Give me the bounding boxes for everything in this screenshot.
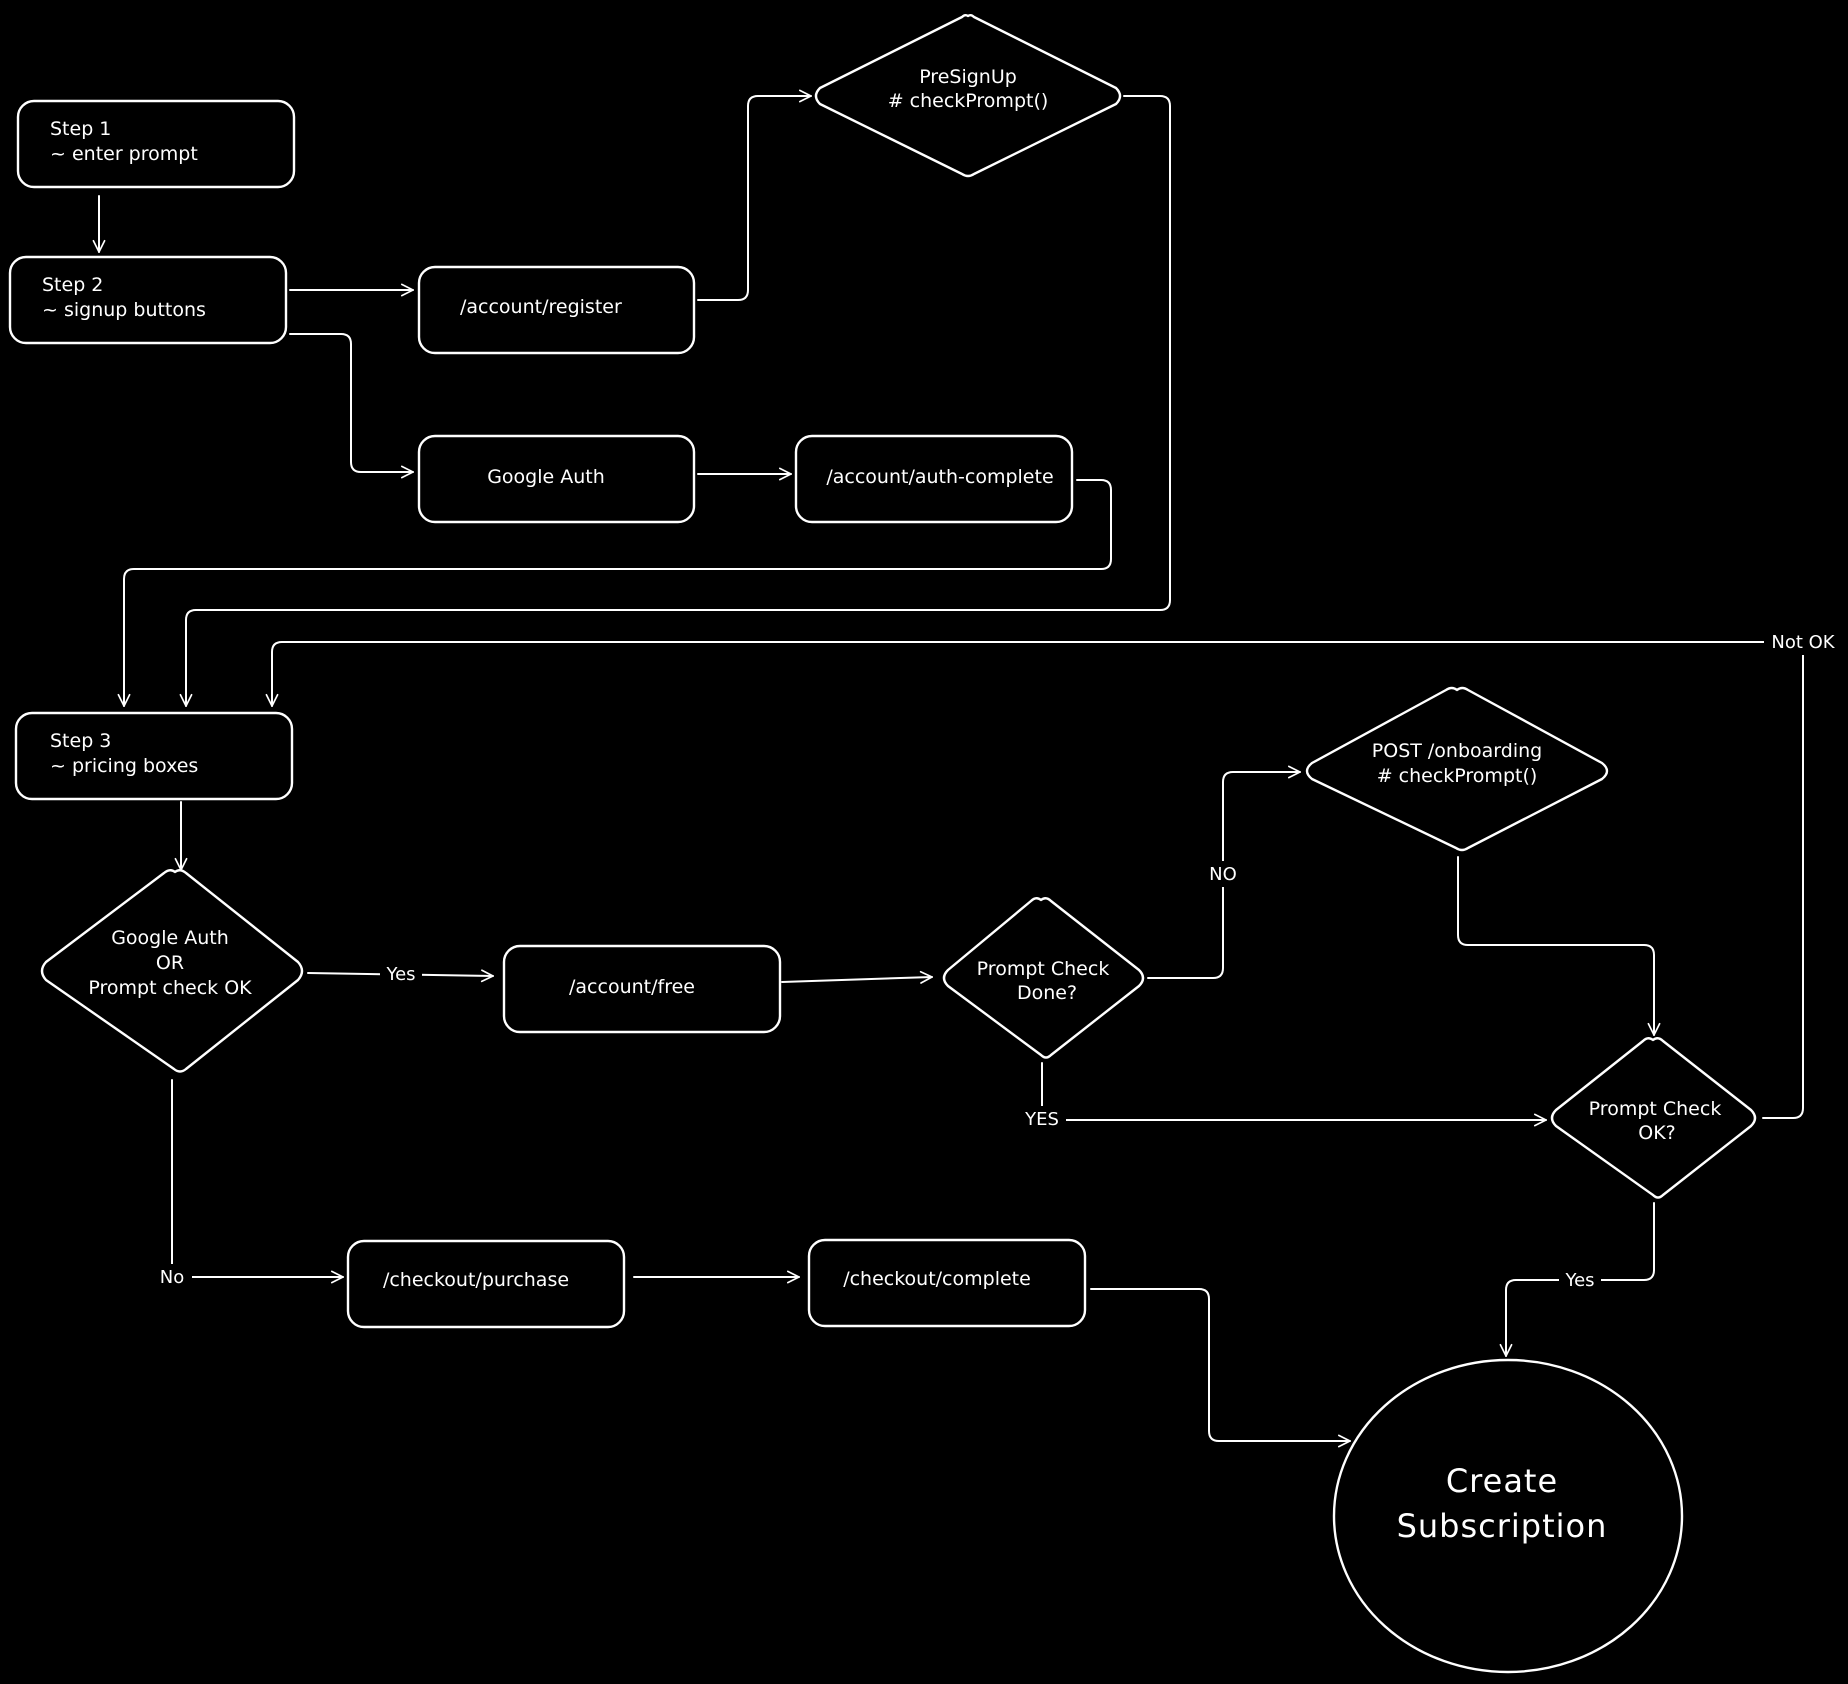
node-prompt-check-ok-diamond	[1550, 1037, 1757, 1199]
node-create-subscription-circle	[1332, 1358, 1684, 1674]
edge-label-no-onboarding: NO	[1209, 864, 1237, 885]
edge-prompt-done-yes-to-prompt-ok	[1041, 1062, 1547, 1127]
node-post-onboarding-line2: # checkPrompt()	[1377, 765, 1538, 787]
node-prompt-check-ok-line2: OK?	[1638, 1122, 1676, 1144]
node-step1-title: Step 1	[50, 118, 111, 140]
node-google-auth-box	[417, 434, 696, 524]
node-auth-complete-box	[794, 434, 1074, 524]
node-create-subscription-line2: Subscription	[1397, 1507, 1608, 1545]
node-step3-title: Step 3	[50, 730, 111, 752]
node-auth-complete-label: /account/auth-complete	[826, 466, 1053, 488]
node-account-free[interactable]: /account/free	[502, 944, 782, 1034]
node-google-auth[interactable]: Google Auth	[417, 434, 696, 524]
edge-register-to-presignup	[697, 89, 812, 301]
edge-label-no-checkout: No	[160, 1267, 184, 1288]
node-step2-title: Step 2	[42, 274, 103, 296]
node-account-register-label: /account/register	[460, 296, 622, 318]
edge-auth-complete-to-step3	[117, 479, 1112, 707]
node-presignup-diamond	[814, 14, 1122, 178]
node-step1-subtitle: ~ enter prompt	[50, 143, 198, 165]
node-decision-auth-diamond	[40, 869, 304, 1073]
node-step2[interactable]: Step 2 ~ signup buttons	[8, 255, 288, 345]
node-decision-auth-line3: Prompt check OK	[88, 977, 252, 999]
edge-label-yes-free: Yes	[385, 964, 415, 985]
node-prompt-check-ok[interactable]: Prompt Check OK?	[1550, 1037, 1757, 1199]
node-account-free-label: /account/free	[569, 976, 695, 998]
node-presignup[interactable]: PreSignUp # checkPrompt()	[814, 14, 1122, 178]
edge-labels: Not OK Yes NO YES No Yes	[152, 629, 1842, 1293]
edge-not-ok-to-step3	[265, 641, 1804, 1119]
edge-account-free-to-prompt-check-done	[781, 970, 933, 984]
node-prompt-check-done-line1: Prompt Check	[977, 958, 1110, 980]
node-step1[interactable]: Step 1 ~ enter prompt	[16, 99, 296, 189]
node-post-onboarding-diamond	[1305, 686, 1609, 852]
node-checkout-purchase-box	[346, 1239, 626, 1329]
node-post-onboarding-line1: POST /onboarding	[1372, 740, 1542, 762]
edge-label-yes-done: YES	[1024, 1109, 1059, 1130]
node-post-onboarding[interactable]: POST /onboarding # checkPrompt()	[1305, 686, 1609, 852]
node-step3[interactable]: Step 3 ~ pricing boxes	[14, 711, 294, 801]
node-auth-complete[interactable]: /account/auth-complete	[794, 434, 1074, 524]
node-prompt-check-done-line2: Done?	[1017, 982, 1077, 1004]
edge-decision-no-to-checkout-purchase	[171, 1079, 344, 1284]
edge-onboarding-to-prompt-ok	[1457, 856, 1661, 1036]
node-checkout-purchase[interactable]: /checkout/purchase	[346, 1239, 626, 1329]
node-create-subscription[interactable]: Create Subscription	[1332, 1358, 1684, 1674]
node-prompt-check-ok-line1: Prompt Check	[1589, 1098, 1722, 1120]
node-step2-subtitle: ~ signup buttons	[42, 299, 206, 321]
edge-step2-to-google-auth	[289, 333, 414, 479]
node-step3-box	[14, 711, 294, 801]
node-checkout-purchase-label: /checkout/purchase	[383, 1269, 569, 1291]
edge-presignup-to-step3	[179, 95, 1171, 707]
node-checkout-complete-box	[807, 1238, 1087, 1328]
node-create-subscription-line1: Create	[1446, 1462, 1558, 1500]
node-decision-auth[interactable]: Google Auth OR Prompt check OK	[40, 869, 304, 1073]
node-presignup-subtitle: # checkPrompt()	[888, 90, 1049, 112]
node-account-register-box	[417, 265, 696, 355]
node-decision-auth-line1: Google Auth	[111, 927, 229, 949]
node-presignup-title: PreSignUp	[919, 66, 1017, 88]
node-google-auth-label: Google Auth	[487, 466, 605, 488]
edge-label-not-ok: Not OK	[1771, 632, 1835, 653]
node-step1-box	[16, 99, 296, 189]
node-checkout-complete-label: /checkout/complete	[843, 1268, 1031, 1290]
node-step3-subtitle: ~ pricing boxes	[50, 755, 198, 777]
node-account-register[interactable]: /account/register	[417, 265, 696, 355]
edge-label-yes-subscription: Yes	[1564, 1270, 1594, 1291]
node-prompt-check-done-diamond	[942, 897, 1145, 1059]
node-prompt-check-done[interactable]: Prompt Check Done?	[942, 897, 1145, 1059]
node-step2-box	[8, 255, 288, 345]
node-decision-auth-line2: OR	[156, 952, 184, 974]
edge-complete-to-subscription	[1090, 1288, 1351, 1448]
node-account-free-box	[502, 944, 782, 1034]
node-checkout-complete[interactable]: /checkout/complete	[807, 1238, 1087, 1328]
